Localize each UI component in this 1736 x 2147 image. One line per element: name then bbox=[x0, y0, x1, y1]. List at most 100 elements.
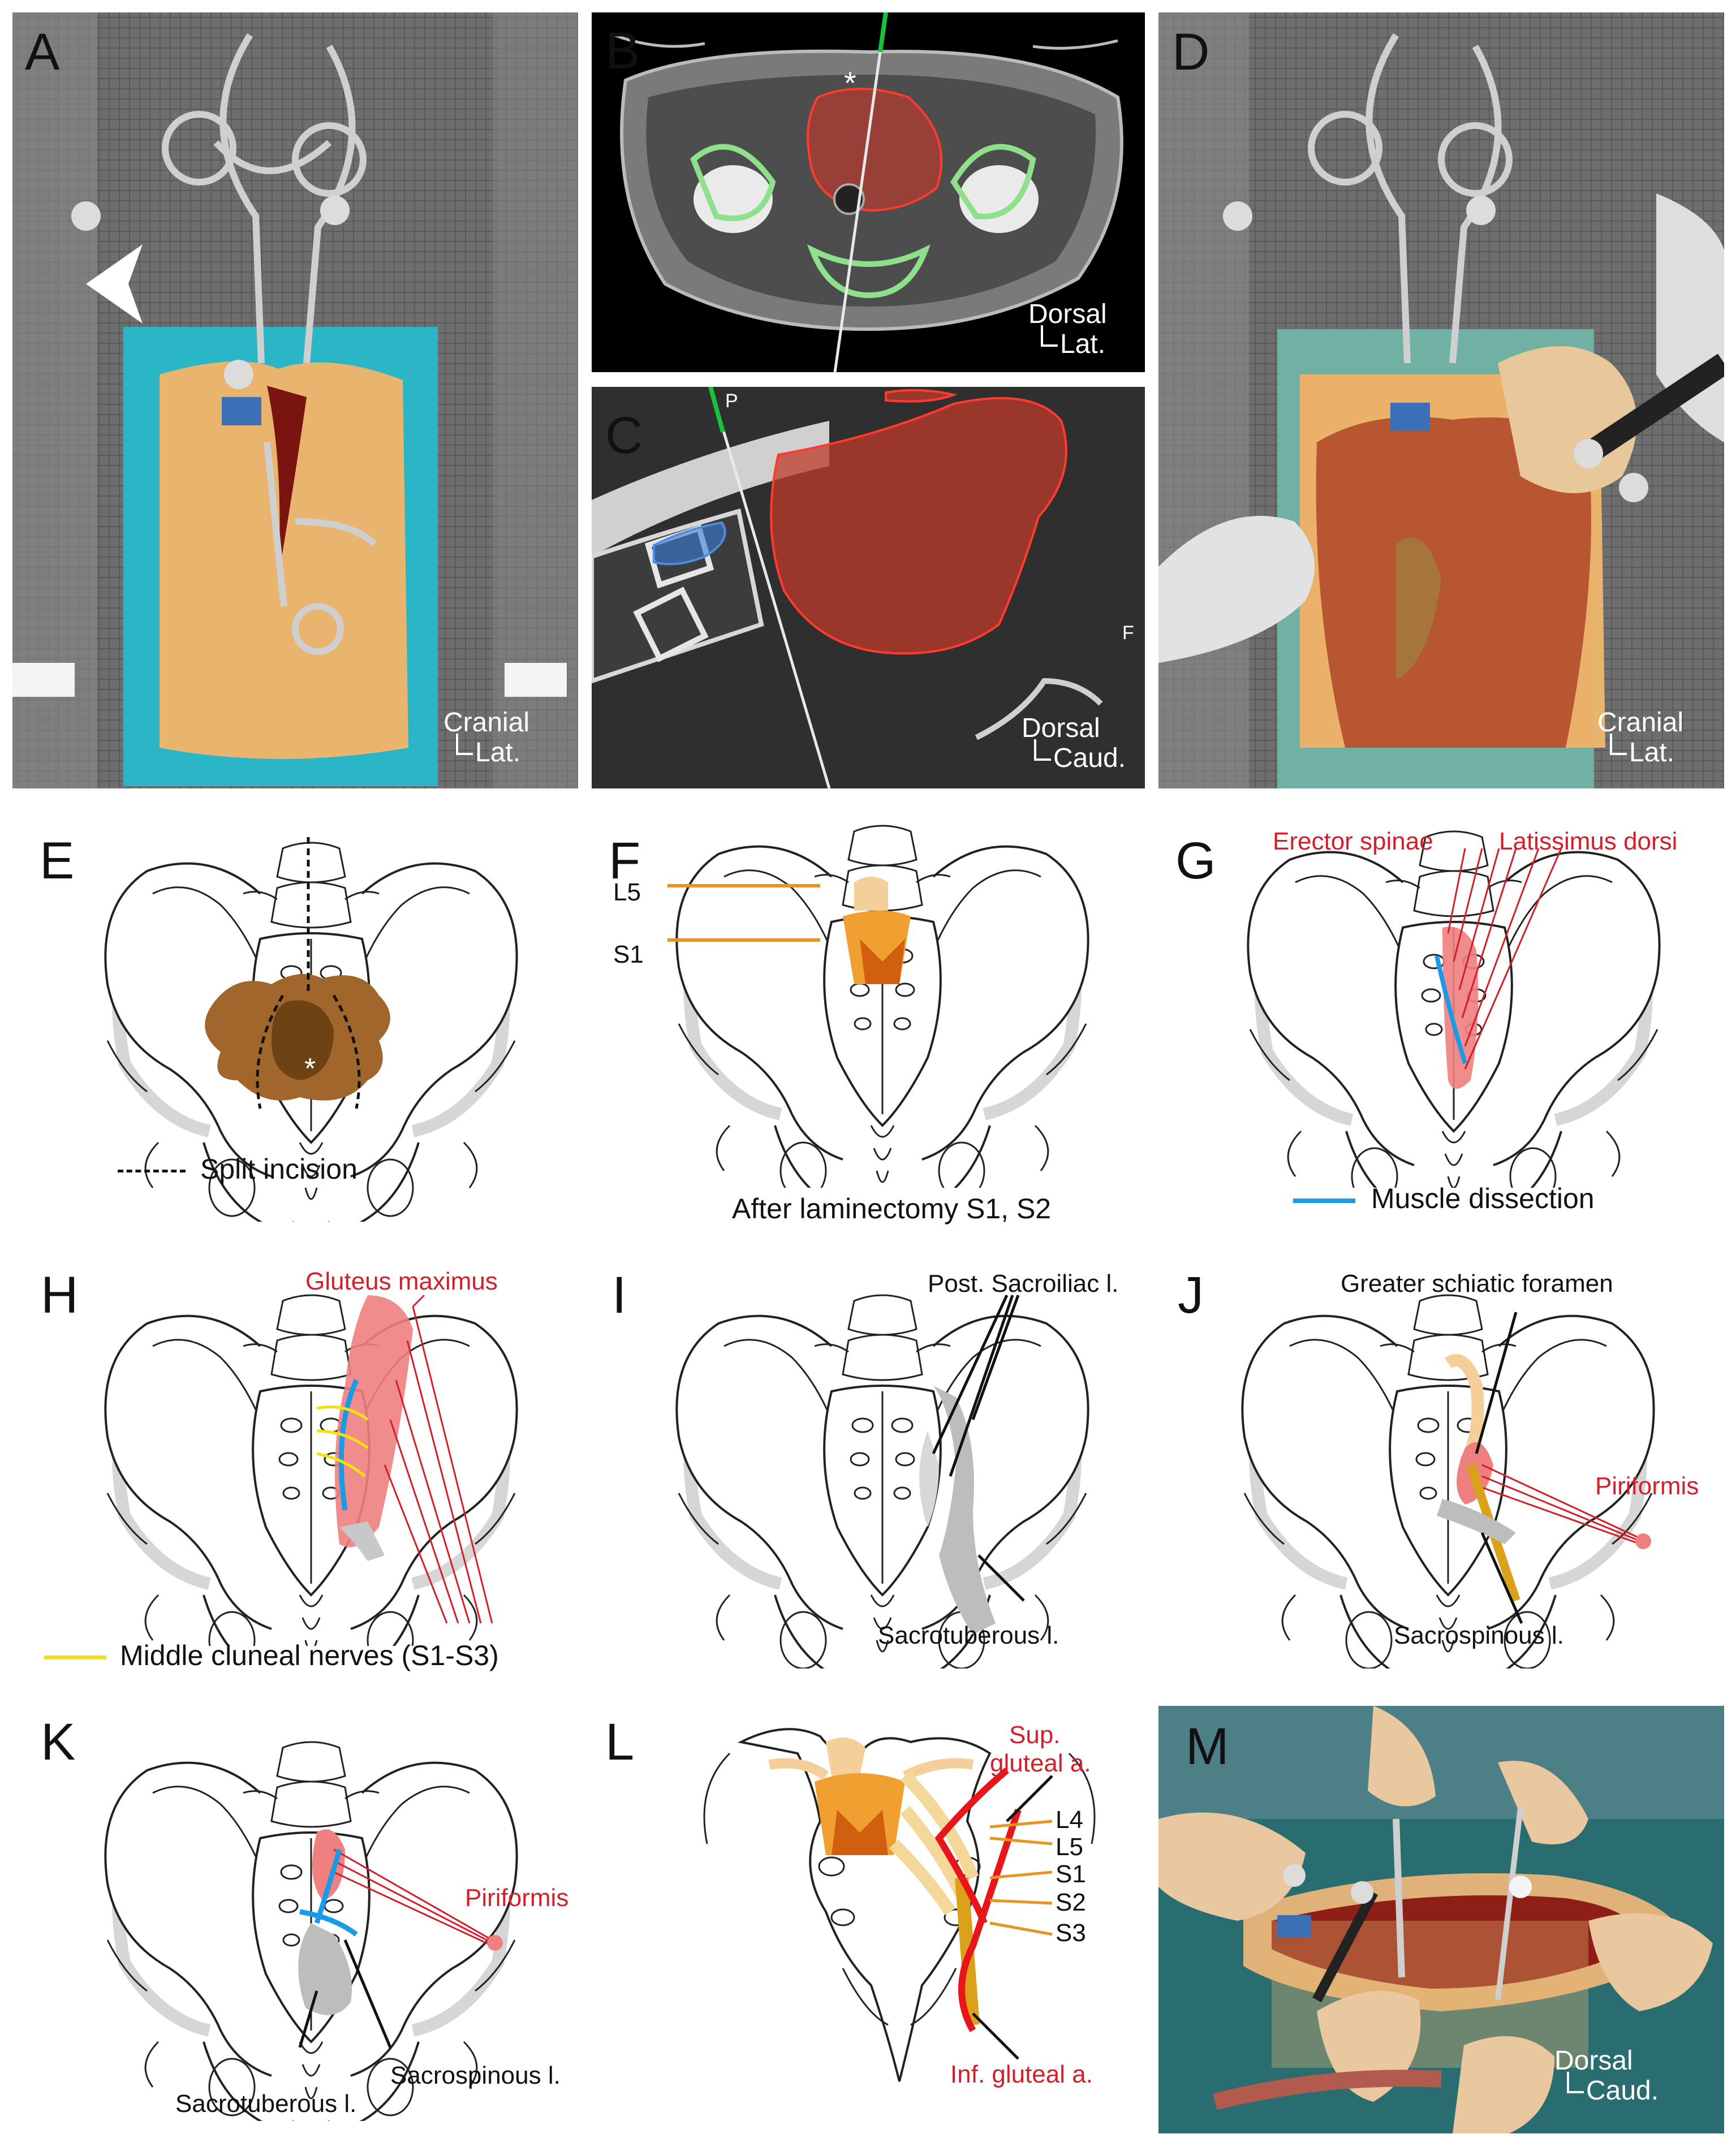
label-sup-gluteal-1: Sup. bbox=[1009, 1721, 1061, 1749]
muscle-dissection-legend: Muscle dissection bbox=[1293, 1182, 1595, 1215]
panel-m-label: M bbox=[1186, 1718, 1229, 1775]
panel-j-diagram: J Greater schiatic foramen Piriformis Sa… bbox=[1165, 1261, 1725, 1669]
panel-k-diagram: K Piriformis Sacrotuberous l. Sacrospino… bbox=[17, 1708, 577, 2121]
label-s1: S1 bbox=[613, 941, 644, 968]
label-l4: L4 bbox=[1056, 1806, 1083, 1834]
sacrotuberous-ligament bbox=[298, 1923, 352, 2015]
gluteus-maximus-muscle bbox=[335, 1295, 413, 1547]
label-post-sacroiliac: Post. Sacroiliac l. bbox=[928, 1270, 1119, 1297]
erector-spinae-muscle bbox=[1442, 926, 1479, 1089]
orientation-dorsal: Dorsal bbox=[1022, 713, 1100, 743]
inferior-gluteal-artery bbox=[958, 1809, 1022, 2032]
tag-p: P bbox=[725, 390, 738, 412]
orientation-lateral: Lat. bbox=[443, 733, 529, 768]
dissection-line bbox=[1435, 955, 1467, 1064]
glove bbox=[1158, 1812, 1306, 1921]
panel-b-orientation: Dorsal Lat. bbox=[1028, 299, 1107, 360]
label-sacrospinous: Sacrospinous l. bbox=[390, 2062, 561, 2089]
split-incision-legend: Split incision bbox=[118, 1153, 357, 1185]
label-s1: S1 bbox=[1056, 1860, 1086, 1888]
orientation-cranial: Cranial bbox=[1597, 708, 1684, 738]
sacrospinous-ligament bbox=[1437, 1499, 1516, 1544]
panel-e-label: E bbox=[40, 832, 75, 890]
muscle-dissection-text: Muscle dissection bbox=[1371, 1183, 1595, 1214]
panel-d-drawing bbox=[1158, 12, 1724, 788]
orientation-caudal: Caud. bbox=[1554, 2071, 1659, 2106]
skin-area bbox=[160, 361, 408, 759]
label-sacrotuberous: Sacrotuberous l. bbox=[175, 2090, 357, 2118]
glove bbox=[1368, 1706, 1436, 1807]
panel-b-ct-axial: B * Dorsal Lat. bbox=[592, 12, 1145, 372]
panel-m-drawing bbox=[1158, 1706, 1724, 2133]
arrowhead-marker bbox=[86, 244, 143, 324]
panel-m-photo: M Dorsal Caud. bbox=[1158, 1706, 1724, 2133]
label-latissimus-dorsi: Latissimus dorsi bbox=[1499, 827, 1678, 855]
surgical-field bbox=[1316, 417, 1591, 748]
tumor-outline bbox=[807, 88, 943, 212]
tumor-outline bbox=[770, 397, 1067, 655]
label-l5: L5 bbox=[613, 878, 641, 906]
panel-c-drawing bbox=[592, 387, 1145, 788]
panel-e-pelvis bbox=[17, 814, 560, 1222]
panel-h-label: H bbox=[41, 1266, 79, 1324]
panel-a-photo: A Cranial Lat. bbox=[12, 12, 578, 788]
panel-a-orientation: Cranial Lat. bbox=[443, 708, 529, 768]
piriformis-origin bbox=[312, 1829, 345, 1900]
middle-cluneal-nerves bbox=[316, 1406, 369, 1477]
nerve-root-outline bbox=[653, 521, 726, 566]
panel-j-pelvis bbox=[1165, 1261, 1725, 1669]
middle-cluneal-text: Middle cluneal nerves (S1-S3) bbox=[120, 1640, 499, 1671]
panel-f-caption: After laminectomy S1, S2 bbox=[732, 1193, 1052, 1225]
label-erector-spinae: Erector spinae bbox=[1273, 827, 1433, 855]
glove bbox=[1588, 1913, 1713, 2011]
tracker-ball bbox=[224, 360, 253, 389]
panel-f-diagram: F L5 S1 bbox=[600, 814, 1143, 1188]
panel-d-photo: D Cranial Lat. bbox=[1158, 12, 1724, 788]
panel-b-drawing bbox=[614, 12, 1123, 372]
panel-h-diagram: H Gluteus maximus bbox=[17, 1261, 571, 1646]
panel-l-diagram: L Sup. gluteal a. L4 L5 S1 S2 S3 Inf. gl… bbox=[605, 1708, 1143, 2121]
label-sup-gluteal-2: gluteal a. bbox=[990, 1749, 1091, 1777]
panel-j-label: J bbox=[1178, 1266, 1204, 1324]
navigation-trajectory bbox=[709, 387, 831, 788]
split-incision-text: Split incision bbox=[200, 1153, 357, 1185]
panel-f-label: F bbox=[609, 832, 641, 890]
orientation-lateral: Lat. bbox=[1028, 325, 1107, 360]
orientation-dorsal: Dorsal bbox=[1554, 2046, 1633, 2076]
panel-d-orientation: Cranial Lat. bbox=[1597, 708, 1683, 768]
navigation-trajectory bbox=[833, 12, 888, 372]
tracker-ball bbox=[320, 196, 350, 225]
label-sacrospinous: Sacrospinous l. bbox=[1394, 1622, 1564, 1649]
orientation-dorsal: Dorsal bbox=[1028, 299, 1107, 329]
glove bbox=[1453, 2036, 1554, 2133]
panel-a-label: A bbox=[25, 23, 60, 81]
panel-d-label: D bbox=[1172, 23, 1210, 81]
panel-l-label: L bbox=[605, 1713, 635, 1771]
tag-f: F bbox=[1122, 622, 1134, 644]
orientation-caudal: Caud. bbox=[1022, 739, 1126, 774]
label-s3: S3 bbox=[1056, 1919, 1086, 1947]
panel-g-label: G bbox=[1175, 832, 1216, 890]
tracker-ball bbox=[71, 201, 101, 231]
yellow-line-key bbox=[44, 1655, 106, 1660]
sacrotuberous-ligament bbox=[933, 1386, 996, 1635]
posterior-sacroiliac-ligament bbox=[919, 1431, 939, 1527]
middle-cluneal-legend: Middle cluneal nerves (S1-S3) bbox=[44, 1639, 499, 1672]
panel-f-pelvis bbox=[667, 814, 1143, 1188]
panel-m-orientation: Dorsal Caud. bbox=[1554, 2046, 1659, 2106]
panel-c-orientation: Dorsal Caud. bbox=[1022, 713, 1126, 774]
label-piriformis: Piriformis bbox=[1595, 1472, 1699, 1500]
panel-i-label: I bbox=[612, 1266, 627, 1324]
superior-gluteal-artery bbox=[934, 1767, 1009, 1925]
dashed-line-key bbox=[118, 1170, 186, 1173]
tumor-asterisk: * bbox=[844, 65, 856, 101]
label-piriformis: Piriformis bbox=[465, 1884, 569, 1912]
panel-b-label: B bbox=[605, 22, 640, 80]
tumor-asterisk: * bbox=[304, 1053, 316, 1085]
panel-c-ct-sagittal: C P F Dorsal Caud. bbox=[592, 387, 1145, 788]
panel-h-pelvis bbox=[17, 1261, 571, 1646]
blue-line-key bbox=[1293, 1198, 1355, 1203]
glove-left bbox=[1158, 516, 1315, 663]
glove bbox=[1498, 1761, 1588, 1844]
orientation-cranial: Cranial bbox=[443, 708, 530, 738]
